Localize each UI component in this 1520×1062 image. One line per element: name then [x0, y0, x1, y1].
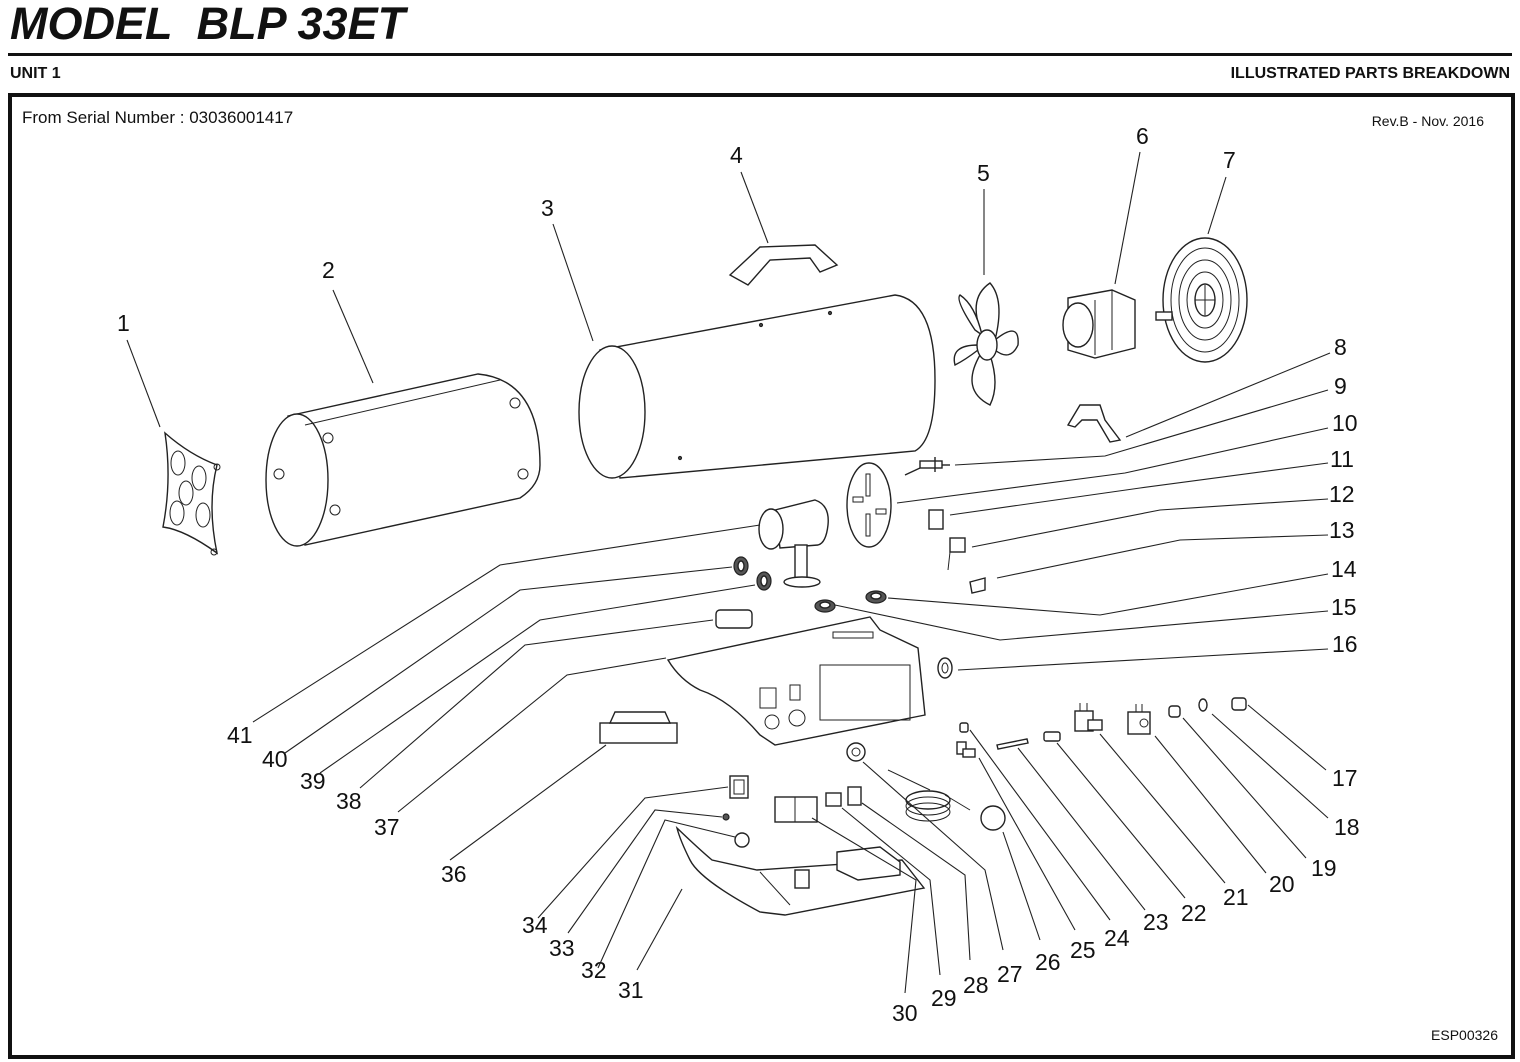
callout-labels: 1 2 3 4 5 6 7 8 9 10 11 12 13 14 15 16 1…	[117, 123, 1360, 1026]
callout-26[interactable]: 26	[1035, 949, 1061, 975]
callout-12[interactable]: 12	[1329, 481, 1355, 507]
callout-15[interactable]: 15	[1331, 594, 1357, 620]
part-14-grommet[interactable]	[865, 590, 887, 604]
part-4-carry-handle[interactable]	[728, 244, 839, 286]
callout-10[interactable]: 10	[1332, 410, 1358, 436]
part-13-small-bracket[interactable]	[969, 577, 986, 594]
part-30-rocker-switch[interactable]	[774, 796, 818, 823]
callout-41[interactable]: 41	[227, 722, 253, 748]
callout-1[interactable]: 1	[117, 310, 130, 336]
part-23-gas-pipe[interactable]	[996, 738, 1029, 750]
header-divider	[8, 53, 1512, 56]
document-code: ESP00326	[1431, 1027, 1498, 1043]
callout-16[interactable]: 16	[1332, 631, 1358, 657]
callout-30[interactable]: 30	[892, 1000, 918, 1026]
callout-37[interactable]: 37	[374, 814, 400, 840]
section-title: ILLUSTRATED PARTS BREAKDOWN	[1230, 65, 1510, 82]
part-25-nozzle[interactable]	[959, 722, 969, 733]
callout-34[interactable]: 34	[522, 912, 548, 938]
part-19-nut[interactable]	[1168, 705, 1181, 718]
callout-21[interactable]: 21	[1223, 884, 1249, 910]
part-41-burner-head[interactable]	[758, 499, 829, 588]
part-1-rear-guard[interactable]	[162, 431, 221, 556]
callout-19[interactable]: 19	[1311, 855, 1337, 881]
part-39-grommet[interactable]	[756, 571, 772, 591]
leader-lines	[126, 151, 1331, 994]
part-21-solenoid-valve[interactable]	[1074, 703, 1103, 732]
part-31-base-plate[interactable]	[675, 825, 926, 916]
revision-text: Rev.B - Nov. 2016	[1371, 113, 1484, 129]
part-24-elbow-fitting[interactable]	[956, 741, 976, 758]
callout-29[interactable]: 29	[931, 985, 957, 1011]
callout-24[interactable]: 24	[1104, 925, 1130, 951]
part-17-inlet-fitting[interactable]	[1231, 697, 1247, 711]
part-10-flame-disc[interactable]	[846, 462, 892, 548]
part-27-thermostat-knob[interactable]	[846, 742, 866, 762]
part-16-cable-gland[interactable]	[937, 657, 953, 679]
part-20-solenoid-coil[interactable]	[1127, 704, 1151, 735]
part-9-ignition-electrode[interactable]	[904, 457, 950, 476]
callout-32[interactable]: 32	[581, 957, 607, 983]
part-18-washer[interactable]	[1198, 698, 1208, 712]
part-8-motor-bracket[interactable]	[1066, 404, 1122, 443]
callout-28[interactable]: 28	[963, 972, 989, 998]
callout-11[interactable]: 11	[1330, 446, 1354, 472]
callout-18[interactable]: 18	[1334, 814, 1360, 840]
unit-label: UNIT 1	[10, 65, 61, 82]
callout-39[interactable]: 39	[300, 768, 326, 794]
part-38-capacitor[interactable]	[715, 609, 753, 629]
part-7-fan-guard[interactable]	[1155, 237, 1248, 363]
callout-7[interactable]: 7	[1223, 147, 1236, 173]
callout-13[interactable]: 13	[1329, 517, 1355, 543]
part-5-fan-blade[interactable]	[953, 282, 1019, 406]
part-6-motor[interactable]	[1062, 289, 1136, 359]
part-15-grommet[interactable]	[814, 599, 836, 613]
callout-31[interactable]: 31	[618, 977, 644, 1003]
callout-40[interactable]: 40	[262, 746, 288, 772]
part-28-switch[interactable]	[847, 786, 862, 806]
callout-5[interactable]: 5	[977, 160, 990, 186]
callout-27[interactable]: 27	[997, 961, 1023, 987]
part-34-indicator-switch[interactable]	[729, 775, 749, 799]
diagram-frame	[8, 93, 1515, 1059]
part-22-fitting[interactable]	[1043, 731, 1061, 742]
callout-38[interactable]: 38	[336, 788, 362, 814]
part-40-grommet[interactable]	[733, 556, 749, 576]
callout-23[interactable]: 23	[1143, 909, 1169, 935]
part-36-control-box[interactable]	[599, 711, 678, 744]
callout-4[interactable]: 4	[730, 142, 743, 168]
part-26-power-cable-plug[interactable]	[887, 769, 1006, 831]
callout-2[interactable]: 2	[322, 257, 335, 283]
serial-number-text: From Serial Number : 03036001417	[22, 108, 294, 127]
part-11-switch-block[interactable]	[928, 509, 944, 530]
callout-14[interactable]: 14	[1331, 556, 1357, 582]
callout-8[interactable]: 8	[1334, 334, 1347, 360]
part-2-inner-cylinder[interactable]	[265, 373, 541, 547]
callout-20[interactable]: 20	[1269, 871, 1295, 897]
callout-9[interactable]: 9	[1334, 373, 1347, 399]
model-title: MODEL BLP 33ET	[10, 0, 406, 49]
callout-36[interactable]: 36	[441, 861, 467, 887]
part-12-terminal-connector[interactable]	[947, 537, 966, 571]
part-29-connector[interactable]	[825, 792, 842, 807]
part-3-outer-casing[interactable]	[578, 294, 936, 479]
callout-25[interactable]: 25	[1070, 937, 1096, 963]
part-32-reset-button[interactable]	[734, 832, 750, 848]
callout-22[interactable]: 22	[1181, 900, 1207, 926]
part-33-screw[interactable]	[722, 813, 730, 821]
callout-17[interactable]: 17	[1332, 765, 1358, 791]
callout-6[interactable]: 6	[1136, 123, 1149, 149]
part-37-control-panel-housing[interactable]	[666, 616, 926, 746]
callout-33[interactable]: 33	[549, 935, 575, 961]
callout-3[interactable]: 3	[541, 195, 554, 221]
